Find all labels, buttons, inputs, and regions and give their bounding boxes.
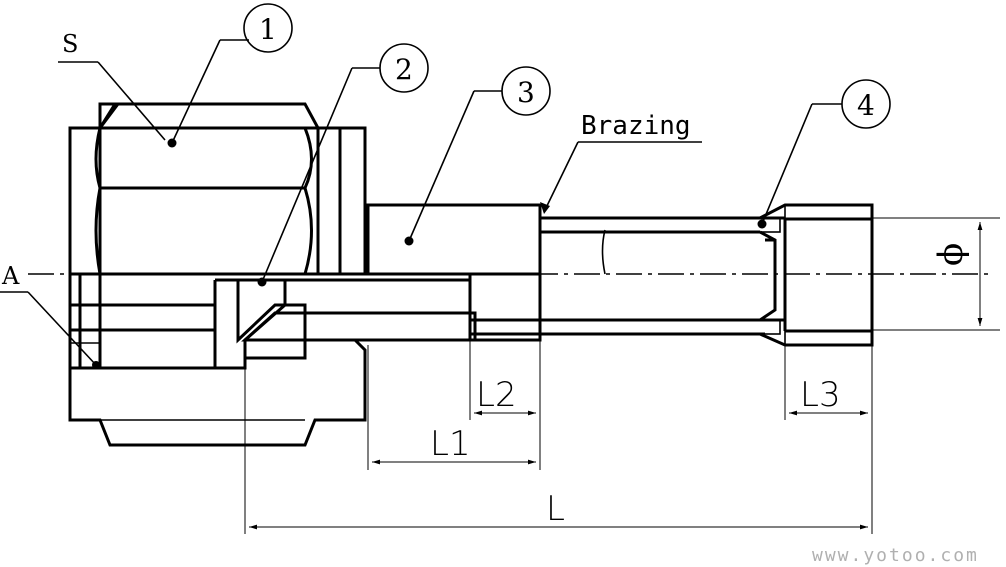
callout-3: 3: [404, 66, 551, 246]
flare-end: [759, 203, 874, 347]
brazed-tube: [469, 205, 785, 340]
dimension-l3-label: L3: [800, 375, 841, 415]
label-a: A: [0, 262, 100, 369]
callout-3-number: 3: [517, 76, 535, 109]
label-brazing-text: Brazing: [581, 111, 691, 141]
dimension-l2-label: L2: [476, 375, 517, 415]
callout-1: 1: [167, 3, 293, 148]
callout-2: 2: [257, 43, 429, 287]
dimension-l: L: [244, 345, 873, 534]
label-brazing: Brazing: [540, 111, 702, 214]
dimension-l2: L2: [469, 340, 541, 470]
dimension-l1-label: L1: [430, 424, 471, 464]
dimension-l3: L3: [784, 345, 868, 420]
callout-1-number: 1: [259, 13, 277, 46]
label-s: S: [58, 30, 166, 141]
watermark: www.yotoo.com: [812, 545, 979, 566]
callout-4-number: 4: [857, 89, 875, 122]
label-s-text: S: [62, 30, 78, 58]
label-a-text: A: [1, 262, 20, 290]
nut-body: [68, 102, 367, 447]
callout-4: 4: [757, 79, 891, 229]
dimension-l1: L1: [367, 345, 536, 470]
sleeve-part: [213, 278, 477, 370]
phi-label: ϕ: [931, 243, 971, 266]
callout-2-number: 2: [395, 53, 413, 86]
diameter-dimension: ϕ: [872, 217, 1000, 331]
dimension-l-label: L: [546, 489, 565, 529]
